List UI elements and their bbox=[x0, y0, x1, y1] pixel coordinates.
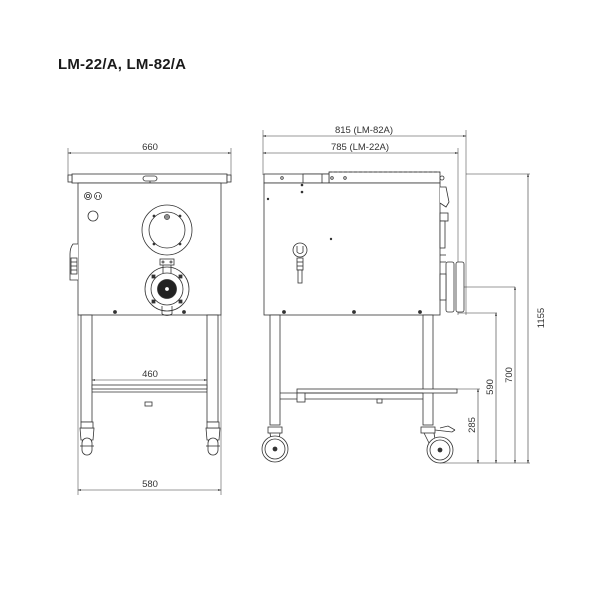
dim-depth-lm22a: 785 (LM-22A) bbox=[331, 142, 389, 153]
dim-top-width: 660 bbox=[142, 142, 158, 153]
side-view bbox=[261, 130, 530, 464]
dim-depth-lm82a: 815 (LM-82A) bbox=[335, 125, 393, 136]
front-view bbox=[67, 148, 232, 495]
drawing-title: LM-22/A, LM-82/A bbox=[58, 56, 187, 73]
dim-total-height: 1155 bbox=[536, 308, 547, 328]
dim-base-width: 580 bbox=[142, 479, 158, 490]
dim-inner-leg-span: 460 bbox=[142, 369, 158, 380]
dim-shelf-height: 285 bbox=[467, 417, 478, 433]
dim-outlet-height: 700 bbox=[504, 367, 515, 383]
dim-body-bottom-height: 590 bbox=[485, 379, 496, 395]
